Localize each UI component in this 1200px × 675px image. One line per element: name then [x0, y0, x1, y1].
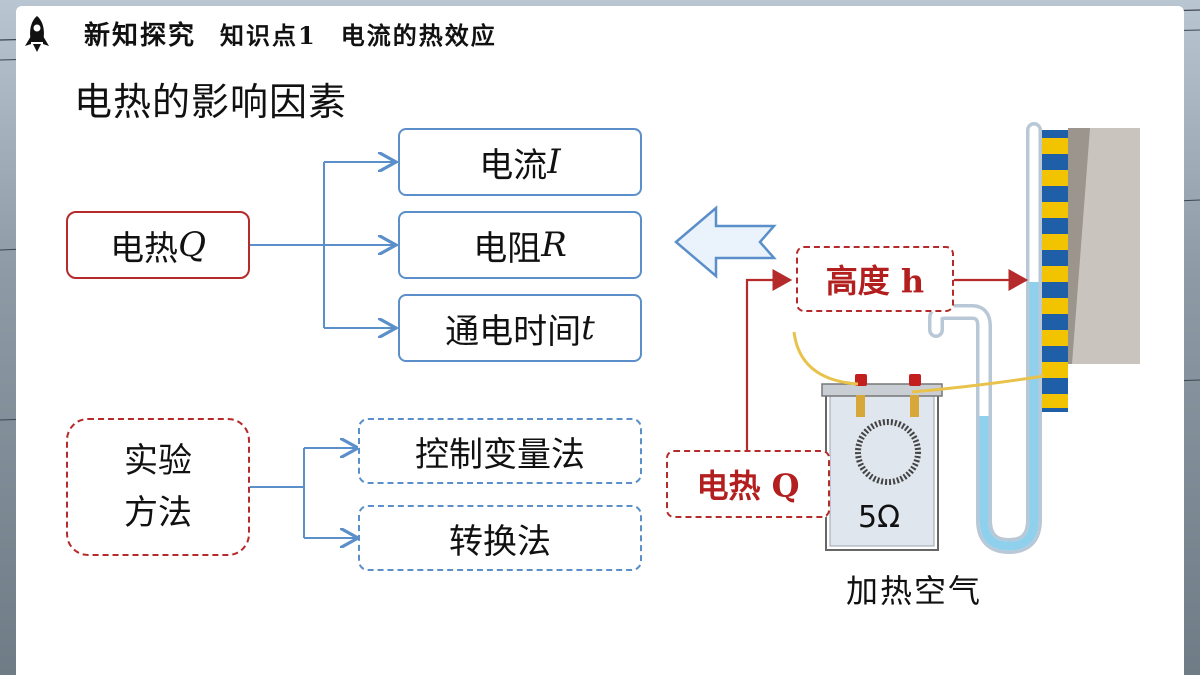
- ruler-scale: [1038, 130, 1068, 412]
- root-text: 电热: [110, 228, 179, 269]
- header-topic: 电流的热效应: [340, 21, 497, 50]
- factor-symbol: t: [581, 308, 595, 348]
- page-title: 电热的影响因素: [74, 80, 348, 124]
- method-connectors: [250, 448, 356, 538]
- air-container: [821, 374, 943, 551]
- factor-text: 电阻: [473, 228, 542, 269]
- header-knowledge-point: 知识点1: [220, 21, 317, 50]
- method-box-control-variables: 控制变量法: [358, 418, 642, 484]
- factor-symbol: I: [547, 142, 561, 182]
- apparatus-caption: 加热空气: [846, 572, 983, 610]
- factor-text: 电流: [479, 145, 548, 186]
- heat-q-label: 电热 Q: [666, 450, 830, 518]
- method-box-conversion: 转换法: [358, 505, 642, 571]
- height-h-label: 高度 h: [796, 246, 954, 312]
- section-header: 新知探究知识点1 电流的热效应: [84, 15, 497, 52]
- header-section: 新知探究: [84, 21, 197, 51]
- method-text: 转换法: [449, 521, 551, 562]
- left-hollow-arrow: [674, 205, 777, 279]
- methods-root-line1: 实验: [124, 441, 192, 481]
- factor-symbol: R: [541, 225, 567, 265]
- factor-text: 通电时间: [445, 311, 582, 352]
- u-tube: [928, 122, 1042, 555]
- resistance-label: 5Ω: [858, 500, 901, 535]
- methods-root-line2: 方法: [124, 493, 192, 533]
- root-symbol: Q: [178, 225, 206, 265]
- red-arrows: [745, 269, 1029, 450]
- rocket-icon: [25, 16, 49, 52]
- method-text: 控制变量法: [415, 434, 585, 475]
- methods-root-box: 实验 方法: [66, 418, 250, 556]
- factor-connectors: [250, 162, 394, 328]
